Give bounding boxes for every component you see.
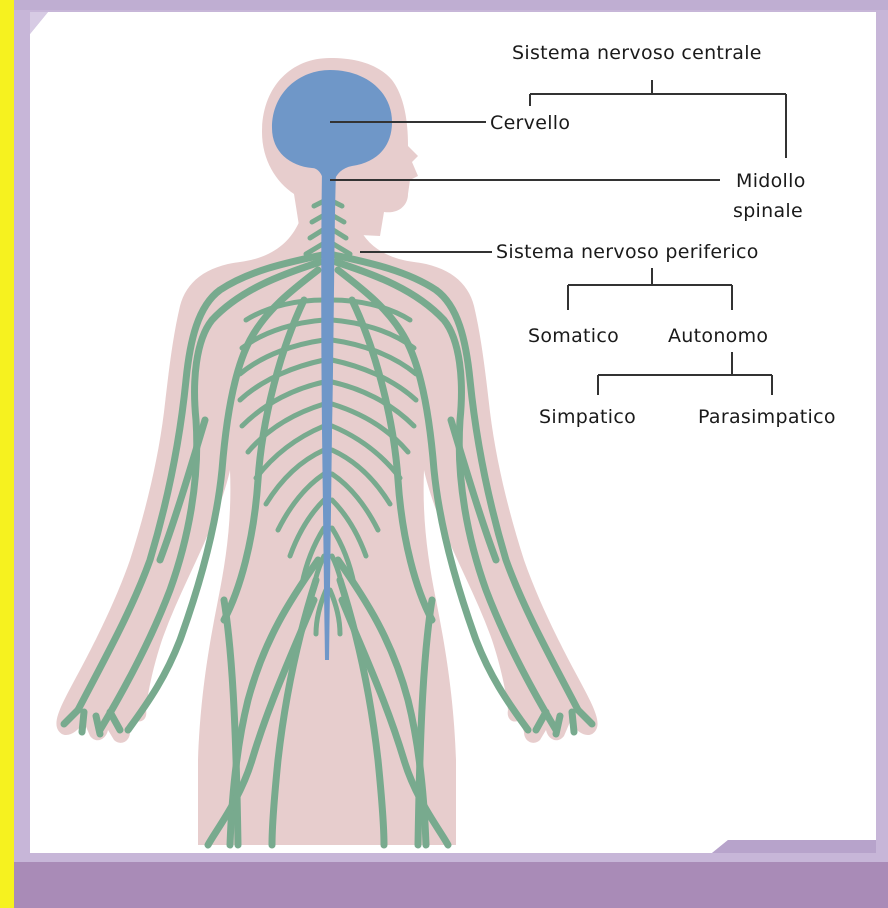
label-spinal-cord-line2: spinale	[733, 200, 803, 222]
label-parasympathetic: Parasimpatico	[698, 406, 836, 428]
label-autonomic: Autonomo	[668, 325, 768, 347]
panel-corner-bottom-right	[712, 840, 876, 853]
label-central-nervous-system: Sistema nervoso centrale	[512, 42, 762, 64]
label-sympathetic: Simpatico	[539, 406, 636, 428]
label-spinal-cord-line1: Midollo	[736, 170, 806, 192]
label-brain: Cervello	[490, 112, 570, 134]
label-peripheral-nervous-system: Sistema nervoso periferico	[496, 241, 759, 263]
label-somatic: Somatico	[528, 325, 619, 347]
